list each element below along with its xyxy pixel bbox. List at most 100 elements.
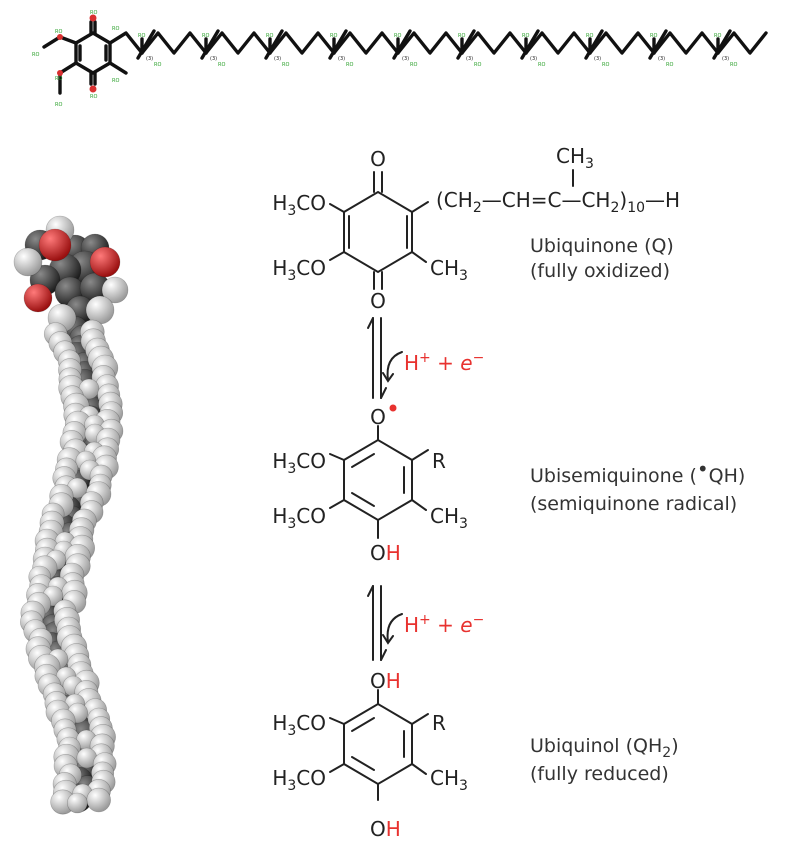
- hydrogen-sphere: [86, 787, 111, 813]
- atom-tag: RO: [112, 26, 119, 32]
- methoxy-label: H3CO: [272, 191, 326, 219]
- atom-tag: RO: [138, 33, 145, 39]
- ubiquinol-state: (fully reduced): [530, 763, 669, 785]
- reagent-label: H+ + e−: [404, 350, 484, 375]
- methoxy-label: H3CO: [272, 504, 326, 532]
- atom-tag: RO: [522, 33, 529, 39]
- oxygen-atom: [89, 14, 97, 22]
- ubiquinone-name: Ubiquinone (Q): [530, 235, 674, 257]
- atom-tag: RO: [714, 33, 721, 39]
- atom-tag: RO: [90, 94, 97, 100]
- atom-tag: RO: [282, 62, 289, 68]
- oxygen-atom: [57, 34, 63, 40]
- atom-tag: RO: [32, 52, 39, 58]
- ubisemiquinone-name: Ubisemiquinone (•QH): [530, 457, 745, 487]
- atom-tag: RO: [394, 33, 401, 39]
- radical-oxygen: O: [370, 405, 386, 429]
- tail-double-bond: [648, 29, 668, 60]
- stereo-label: (3): [210, 56, 217, 62]
- branch-methyl-label: CH3: [556, 144, 594, 172]
- ubiquinol-name: Ubiquinol (QH2): [530, 735, 679, 761]
- ubiquinone-structure: O O H3CO H3CO CH3 (CH2—CH=C—CH2)10—H CH3…: [272, 144, 680, 313]
- hydroxyl-label: OH: [370, 541, 401, 565]
- side-chain-label: (CH2—CH=C—CH2)10—H: [436, 188, 680, 216]
- atom-tag: RO: [650, 33, 657, 39]
- atom-tag: RO: [55, 29, 62, 35]
- tail-double-bond: [584, 29, 604, 60]
- r-group-label: R: [432, 711, 446, 735]
- r-group-label: R: [432, 449, 446, 473]
- ubisemiquinone-state: (semiquinone radical): [530, 493, 737, 515]
- atom-tag: RO: [90, 10, 97, 16]
- ubiquinol-structure: OH H3CO H3CO R CH3 OH Ubiquinol (QH2) (f…: [272, 669, 678, 841]
- hydroxyl-label: OH: [370, 669, 401, 693]
- space-filling-model: [13, 215, 129, 815]
- atom-tag: RO: [346, 62, 353, 68]
- methoxy-label: H3CO: [272, 766, 326, 794]
- atom-tag: RO: [218, 62, 225, 68]
- equilibrium-step-1: H+ + e−: [367, 317, 484, 399]
- methoxy-label: H3CO: [272, 711, 326, 739]
- benzene-ring: [343, 438, 413, 522]
- tail-double-bond: [520, 29, 540, 60]
- atom-tag: RO: [538, 62, 545, 68]
- stereo-label: (3): [722, 56, 729, 62]
- hydrogen-sphere: [13, 247, 43, 277]
- hydrogen-sphere: [101, 276, 129, 304]
- carbonyl-oxygen: O: [370, 147, 386, 171]
- stereo-label: (3): [466, 56, 473, 62]
- atom-tag: RO: [266, 33, 273, 39]
- methoxy-label: H3CO: [272, 256, 326, 284]
- hydrogen-sphere: [67, 792, 88, 814]
- tail-double-bond: [200, 29, 220, 60]
- atom-tag: RO: [586, 33, 593, 39]
- tail-double-bond: [328, 29, 348, 60]
- reagent-label: H+ + e−: [404, 612, 484, 637]
- methoxy-label: H3CO: [272, 449, 326, 477]
- oxygen-atom: [89, 85, 97, 93]
- atom-tag: RO: [55, 102, 62, 108]
- atom-tag: RO: [112, 78, 119, 84]
- tail-double-bond: [392, 29, 412, 60]
- stereo-label: (3): [594, 56, 601, 62]
- atom-tag: RO: [602, 62, 609, 68]
- methyl-label: CH3: [430, 256, 468, 284]
- curved-arrow: [386, 613, 403, 643]
- stereo-label: (3): [402, 56, 409, 62]
- ring-methyl: [108, 61, 128, 75]
- equilibrium-step-2: H+ + e−: [367, 585, 484, 661]
- stereo-label: (3): [274, 56, 281, 62]
- hydroxyl-label: OH: [370, 817, 401, 841]
- atom-tag: RO: [154, 62, 161, 68]
- stereo-label: (3): [530, 56, 537, 62]
- ubisemiquinone-structure: O H3CO H3CO R CH3 OH Ubisemiquinone (•QH…: [272, 404, 745, 565]
- oxygen-sphere: [23, 283, 53, 313]
- oxygen-sphere: [89, 246, 121, 278]
- atom-tag: RO: [666, 62, 673, 68]
- hydrogen-sphere: [85, 295, 115, 325]
- tail-double-bond: [136, 29, 156, 60]
- ubiquinone-state: (fully oxidized): [530, 260, 670, 282]
- skeletal-structure: (3)RORO(3)RORO(3)RORO(3)RORO(3)RORO(3)RO…: [32, 10, 768, 108]
- benzene-ring: [343, 702, 413, 786]
- isoprenoid-branches: (3)RORO(3)RORO(3)RORO(3)RORO(3)RORO(3)RO…: [136, 29, 737, 68]
- oxygen-sphere: [38, 228, 72, 262]
- atom-tag: RO: [410, 62, 417, 68]
- stereo-label: (3): [658, 56, 665, 62]
- atom-tag: RO: [474, 62, 481, 68]
- atom-tag: RO: [730, 62, 737, 68]
- atom-tag: RO: [55, 76, 62, 82]
- tail-double-bond: [264, 29, 284, 60]
- stereo-label: (3): [338, 56, 345, 62]
- curved-arrow: [386, 351, 403, 381]
- stereo-label: (3): [146, 56, 153, 62]
- oxygen-atom: [57, 70, 63, 76]
- atom-tag: RO: [202, 33, 209, 39]
- quinone-ring: [343, 190, 413, 274]
- carbonyl-oxygen: O: [370, 289, 386, 313]
- methyl-label: CH3: [430, 504, 468, 532]
- tail-double-bond: [456, 29, 476, 60]
- tail-double-bond: [712, 29, 732, 60]
- radical-dot: [389, 404, 397, 412]
